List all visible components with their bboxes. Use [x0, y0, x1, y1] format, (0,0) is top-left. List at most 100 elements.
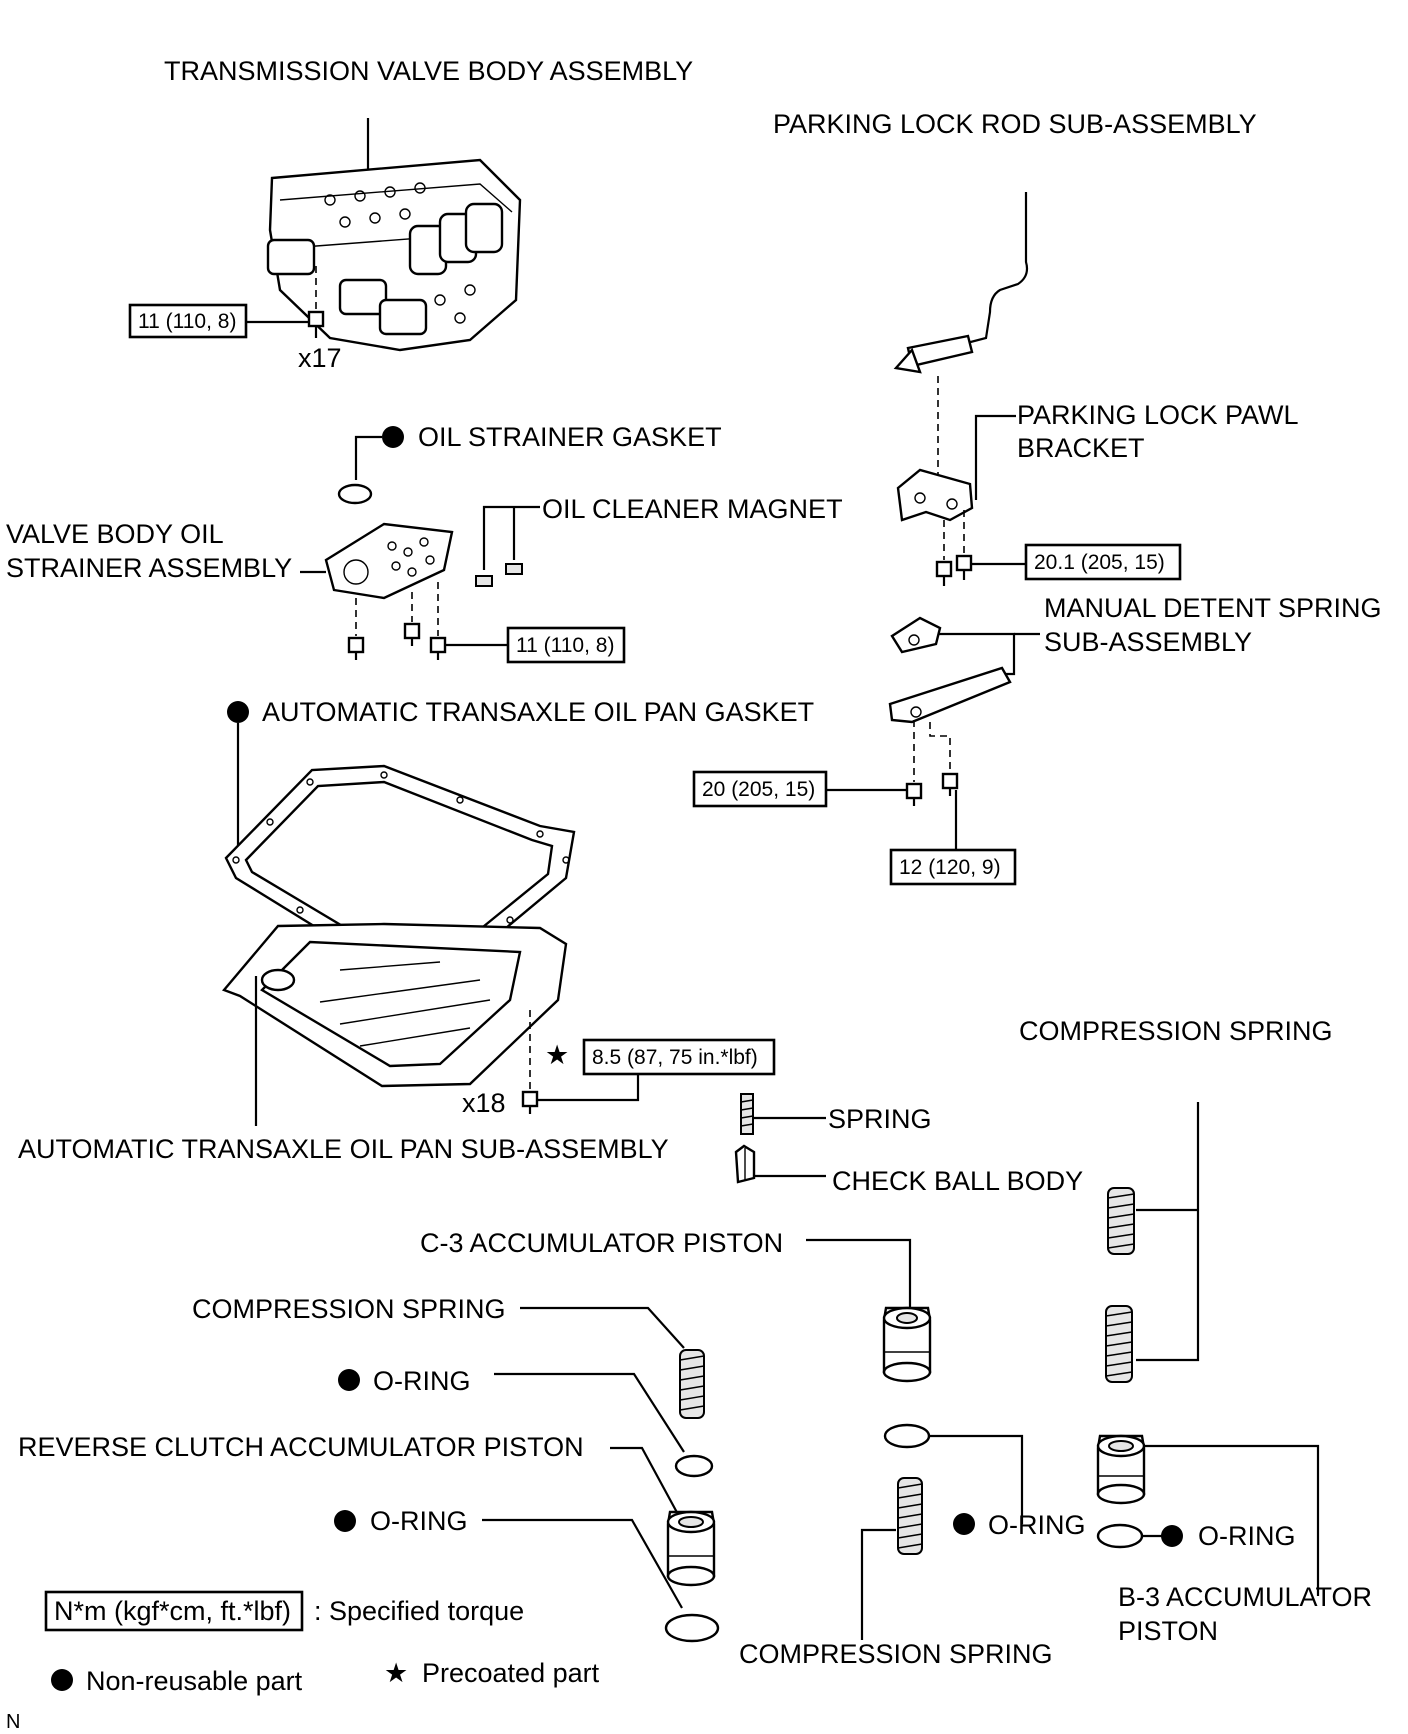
- o-ring-2-label: O-RING: [370, 1506, 468, 1536]
- o-ring-3-leader: [930, 1434, 1024, 1524]
- bolt-icon: [347, 636, 365, 660]
- oil-pan-torque-box: [582, 1038, 776, 1076]
- c3-piston-drawing: [882, 1306, 932, 1383]
- oil-pan-torque-leader: [537, 1072, 640, 1102]
- legend-nonreusable: Non-reusable part: [86, 1666, 303, 1696]
- oil-cleaner-magnet-leader-1: [482, 505, 540, 570]
- b3-piston-leader: [1144, 1444, 1320, 1596]
- manual-detent-spring-drawing: [888, 616, 1012, 724]
- o-ring-1-leader: [494, 1372, 685, 1453]
- oil-pan-label: AUTOMATIC TRANSAXLE OIL PAN SUB-ASSEMBLY: [18, 1134, 669, 1164]
- parking-rod-label: PARKING LOCK ROD SUB-ASSEMBLY: [773, 109, 1257, 139]
- oil-pan-torque: 8.5 (87, 75 in.*lbf): [592, 1046, 758, 1069]
- detent-bolt-axis-2: [929, 722, 951, 772]
- strainer-label-2: STRAINER ASSEMBLY: [6, 553, 292, 583]
- legend-torque-box: [44, 1590, 304, 1632]
- pawl-torque-box: [1024, 543, 1182, 581]
- nonreusable-marker: [338, 1369, 360, 1391]
- oil-strainer-gasket-label: OIL STRAINER GASKET: [418, 422, 722, 452]
- manual-detent-label-2: SUB-ASSEMBLY: [1044, 627, 1252, 657]
- bolt-icon: [955, 554, 973, 580]
- valve-body-bolt-qty: x17: [298, 343, 342, 373]
- oil-cleaner-magnet-label: OIL CLEANER MAGNET: [542, 494, 843, 524]
- strainer-torque: 11 (110, 8): [516, 634, 614, 657]
- bolt-icon: [905, 782, 923, 806]
- detent-torque-box-b: [889, 848, 1017, 886]
- bolt-icon: [935, 560, 953, 586]
- compression-spring-bottom-leader: [860, 1528, 896, 1640]
- b3-piston-label-1: B-3 ACCUMULATOR: [1118, 1582, 1372, 1612]
- oil-strainer-gasket-drawing: [337, 483, 373, 505]
- b3-piston-label-2: PISTON: [1118, 1616, 1218, 1646]
- compression-spring-top-drawing: [1105, 1187, 1135, 1383]
- parking-pawl-leader: [974, 414, 1016, 500]
- strainer-label-1: VALVE BODY OIL: [6, 519, 224, 549]
- nonreusable-icon: [51, 1669, 73, 1691]
- detent-torque-b: 12 (120, 9): [899, 856, 1001, 879]
- valve-body-drawing: [266, 158, 522, 352]
- valve-body-torque-box: [128, 303, 248, 339]
- valve-body-torque: 11 (110, 8): [138, 310, 236, 333]
- pawl-torque: 20.1 (205, 15): [1034, 551, 1165, 574]
- o-ring-2-leader: [482, 1518, 683, 1609]
- detent-torque-box-a: [692, 770, 828, 808]
- legend-torque-unit: N*m (kgf*cm, ft.*lbf): [54, 1596, 291, 1626]
- b3-piston-drawing: [1096, 1434, 1146, 1505]
- reverse-piston-drawing: [666, 1510, 716, 1587]
- parking-rod-drawing: [939, 192, 1029, 352]
- bolt-icon: [941, 772, 959, 796]
- c3-piston-label: C-3 ACCUMULATOR PISTON: [420, 1228, 783, 1258]
- compression-spring-bottom-label: COMPRESSION SPRING: [739, 1639, 1053, 1669]
- check-ball-body-label: CHECK BALL BODY: [832, 1166, 1083, 1196]
- compression-spring-bottom-drawing: [897, 1477, 923, 1555]
- corner-code: N: [6, 1711, 20, 1733]
- o-ring-1-label: O-RING: [373, 1366, 471, 1396]
- nonreusable-marker: [382, 426, 404, 448]
- c3-piston-leader: [806, 1238, 912, 1310]
- bolt-icon: [521, 1090, 539, 1114]
- parking-pawl-bracket-drawing: [896, 468, 974, 522]
- oil-pan-gasket-label: AUTOMATIC TRANSAXLE OIL PAN GASKET: [262, 697, 814, 727]
- oil-strainer-gasket-leader: [354, 435, 382, 480]
- strainer-torque-box: [506, 626, 626, 664]
- star-icon: ★: [384, 1658, 408, 1688]
- parking-pawl-label-1: PARKING LOCK PAWL: [1017, 400, 1299, 430]
- magnet-icon: [505, 563, 523, 575]
- magnet-icon: [475, 575, 493, 587]
- nonreusable-marker: [1161, 1525, 1183, 1547]
- bolt-icon: [307, 310, 325, 338]
- oil-pan-drawing: [221, 922, 568, 1088]
- o-ring-3-label: O-RING: [988, 1510, 1086, 1540]
- o-ring-2-drawing: [664, 1613, 720, 1643]
- compression-spring-left-label: COMPRESSION SPRING: [192, 1294, 506, 1324]
- manual-detent-label-1: MANUAL DETENT SPRING: [1044, 593, 1382, 623]
- o-ring-4-drawing: [1096, 1523, 1144, 1549]
- oil-pan-gasket-drawing: [224, 764, 576, 970]
- oil-pan-bolt-qty: x18: [462, 1088, 506, 1118]
- spring-drawing: [740, 1093, 754, 1135]
- compression-spring-top-label: COMPRESSION SPRING: [1019, 1016, 1333, 1046]
- legend-precoated: Precoated part: [422, 1658, 600, 1688]
- legend-torque-desc: : Specified torque: [314, 1596, 524, 1626]
- strainer-drawing: [324, 522, 454, 600]
- spring-label: SPRING: [828, 1104, 932, 1134]
- o-ring-3-drawing: [883, 1423, 931, 1449]
- reverse-piston-leader: [610, 1446, 681, 1519]
- detent-torque-a: 20 (205, 15): [702, 778, 815, 801]
- compression-spring-left-drawing: [679, 1349, 705, 1419]
- parking-pawl-label-2: BRACKET: [1017, 433, 1145, 463]
- nonreusable-marker: [227, 701, 249, 723]
- compression-spring-top-leader: [1136, 1102, 1200, 1362]
- nonreusable-marker: [953, 1513, 975, 1535]
- o-ring-1-drawing: [674, 1454, 714, 1478]
- parking-rod-tip: [893, 334, 974, 374]
- check-ball-body-drawing: [734, 1144, 756, 1184]
- bolt-icon: [403, 622, 421, 646]
- valve-body-label: TRANSMISSION VALVE BODY ASSEMBLY: [164, 56, 693, 86]
- reverse-piston-label: REVERSE CLUTCH ACCUMULATOR PISTON: [18, 1432, 584, 1462]
- bolt-icon: [429, 636, 447, 660]
- compression-spring-left-leader: [520, 1306, 685, 1349]
- nonreusable-marker: [334, 1510, 356, 1532]
- star-icon: ★: [545, 1040, 569, 1070]
